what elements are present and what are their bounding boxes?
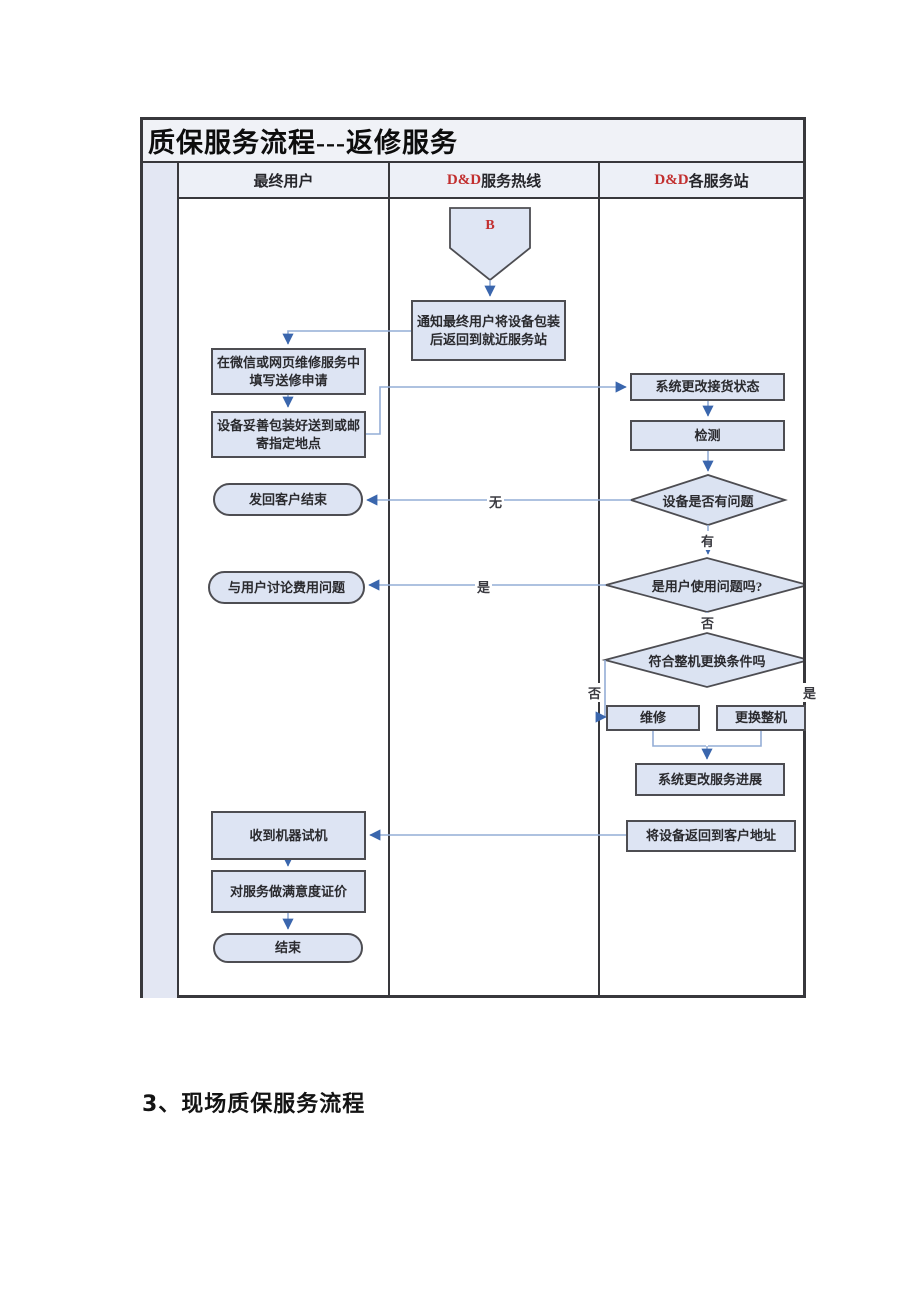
- lane-header-row: [179, 163, 803, 199]
- node-receive-and-test-machine: 收到机器试机: [211, 811, 366, 860]
- node-satisfaction-evaluation: 对服务做满意度证价: [211, 870, 366, 913]
- decision-user-issue-label: 是用户使用问题吗?: [651, 578, 763, 594]
- lane-divider-2: [598, 163, 600, 998]
- node-update-service-progress: 系统更改服务进展: [635, 763, 785, 796]
- lane-header-end-user: 最终用户: [179, 163, 388, 197]
- node-update-receipt-status: 系统更改接货状态: [630, 373, 785, 401]
- terminator-discuss-cost: 与用户讨论费用问题: [208, 571, 365, 604]
- node-return-device-to-customer: 将设备返回到客户地址: [626, 820, 796, 852]
- flow-line-repair-merge: [652, 731, 706, 747]
- decision-device-problem-label: 设备是否有问题: [662, 493, 754, 509]
- lane-label: 最终用户: [253, 173, 314, 190]
- node-replace-whole-machine: 更换整机: [716, 705, 806, 731]
- node-detect: 检测: [630, 420, 785, 451]
- node-repair: 维修: [606, 705, 700, 731]
- flowchart-title-bar: 质保服务流程---返修服务: [143, 120, 803, 163]
- terminator-end: 结束: [213, 933, 363, 963]
- edge-label-none: 无: [487, 492, 505, 511]
- lane-prefix: D&D: [446, 171, 482, 188]
- edge-label-yes-1: 是: [475, 577, 493, 596]
- node-notify-user: 通知最终用户将设备包装后返回到就近服务站: [411, 300, 566, 361]
- terminator-return-to-customer: 发回客户结束: [213, 483, 363, 516]
- lane-label: 服务热线: [481, 173, 542, 190]
- lane-label: 各服务站: [688, 173, 749, 190]
- flow-arrow-pack-to-status: [366, 381, 627, 435]
- edge-label-no-2: 否: [586, 683, 604, 702]
- section-heading: 3、现场质保服务流程: [142, 1092, 366, 1117]
- flowchart-title: 质保服务流程---返修服务: [148, 128, 458, 158]
- node-pack-and-ship: 设备妥善包装好送到或邮寄指定地点: [211, 411, 366, 458]
- lane-divider-1: [388, 163, 390, 998]
- connectors-svg: [282, 207, 803, 930]
- connector-b-label: B: [485, 218, 495, 233]
- flow-line-replace-merge: [708, 731, 762, 747]
- left-margin-strip: [143, 163, 179, 998]
- node-fill-repair-request: 在微信或网页维修服务中填写送修申请: [211, 348, 366, 395]
- flow-arrow-notify-to-apply: [282, 330, 411, 345]
- decision-replace-condition-label: 符合整机更换条件吗: [648, 653, 766, 669]
- edge-label-has: 有: [699, 531, 717, 550]
- lane-prefix: D&D: [654, 171, 689, 188]
- edge-label-yes-2: 是: [801, 683, 819, 702]
- edge-label-no-1: 否: [699, 613, 717, 632]
